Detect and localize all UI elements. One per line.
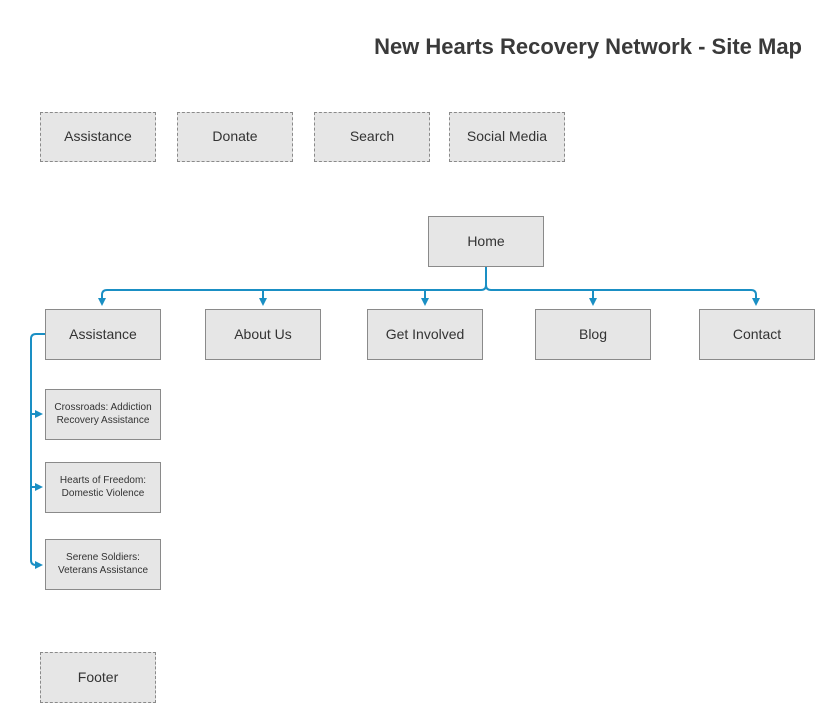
connector-assistance-spine [30, 333, 45, 569]
node-label: About Us [234, 325, 292, 342]
node-label: Get Involved [385, 325, 465, 342]
node-hearts-of-freedom[interactable]: Hearts of Freedom: Domestic Violence [45, 462, 161, 513]
node-get-involved[interactable]: Get Involved [367, 309, 483, 360]
node-label: Crossroads: Addiction Recovery Assistanc… [54, 402, 152, 426]
utility-node-label: Social Media [466, 128, 548, 145]
node-footer[interactable]: Footer [40, 652, 156, 703]
utility-node-assistance[interactable]: Assistance [40, 112, 156, 162]
node-crossroads[interactable]: Crossroads: Addiction Recovery Assistanc… [45, 389, 161, 440]
page-title: New Hearts Recovery Network - Site Map [374, 34, 802, 59]
node-label: Contact [732, 325, 782, 342]
connector-home-trunk [98, 267, 487, 306]
utility-node-donate[interactable]: Donate [177, 112, 293, 162]
utility-node-label: Search [349, 128, 395, 145]
node-contact[interactable]: Contact [699, 309, 815, 360]
node-footer-label: Footer [77, 668, 119, 685]
node-label: Serene Soldiers: Veterans Assistance [57, 552, 149, 576]
utility-node-label: Donate [212, 128, 258, 145]
utility-node-social-media[interactable]: Social Media [449, 112, 565, 162]
node-blog[interactable]: Blog [535, 309, 651, 360]
utility-node-search[interactable]: Search [314, 112, 430, 162]
connector-home-right [485, 284, 760, 306]
node-home[interactable]: Home [428, 216, 544, 267]
node-assistance[interactable]: Assistance [45, 309, 161, 360]
node-serene-soldiers[interactable]: Serene Soldiers: Veterans Assistance [45, 539, 161, 590]
node-label: Assistance [69, 325, 137, 342]
node-home-label: Home [467, 232, 505, 249]
utility-node-label: Assistance [64, 128, 132, 145]
node-label: Blog [578, 325, 608, 342]
node-label: Hearts of Freedom: Domestic Violence [59, 475, 147, 499]
node-about-us[interactable]: About Us [205, 309, 321, 360]
